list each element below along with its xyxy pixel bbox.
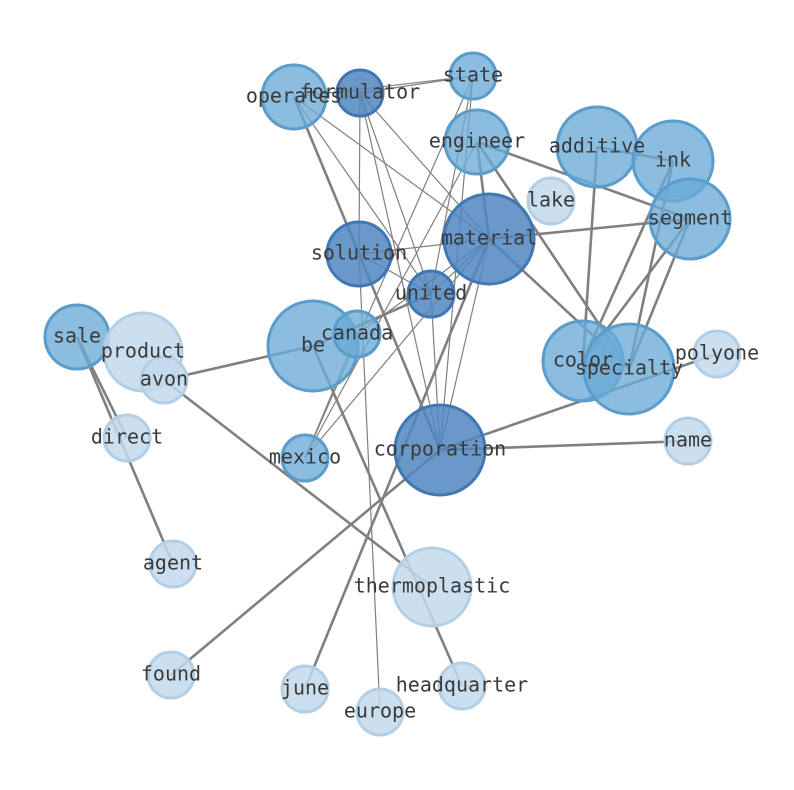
node-lake[interactable] xyxy=(526,176,576,226)
node-label-found: found xyxy=(141,662,201,686)
node-label-solution: solution xyxy=(311,241,407,265)
node-europe[interactable] xyxy=(355,687,405,737)
node-label-specialty: specialty xyxy=(575,356,683,380)
node-formulator[interactable] xyxy=(335,68,385,118)
node-avon[interactable] xyxy=(139,355,189,405)
edge-operates-united xyxy=(293,96,432,295)
node-label-canada: canada xyxy=(321,321,393,345)
node-label-corporation: corporation xyxy=(374,437,506,461)
node-material[interactable] xyxy=(442,192,536,286)
node-corporation[interactable] xyxy=(393,403,487,497)
node-label-segment: segment xyxy=(648,206,732,230)
node-united[interactable] xyxy=(406,269,456,319)
node-headquarter[interactable] xyxy=(437,661,487,711)
edge-be-headquarter xyxy=(311,345,464,687)
node-polyone[interactable] xyxy=(692,329,742,379)
node-name[interactable] xyxy=(663,416,713,466)
node-solution[interactable] xyxy=(325,220,393,288)
node-found[interactable] xyxy=(146,650,196,700)
node-label-product: product xyxy=(101,339,185,363)
node-canada[interactable] xyxy=(332,309,382,359)
node-label-ink: ink xyxy=(655,148,691,172)
edge-formulator-united xyxy=(359,92,432,295)
node-label-agent: agent xyxy=(143,551,203,575)
node-layer xyxy=(43,51,742,737)
node-label-name: name xyxy=(664,428,712,452)
edge-engineer-mexico xyxy=(304,141,478,459)
node-specialty[interactable] xyxy=(582,322,676,416)
node-operates[interactable] xyxy=(260,63,328,131)
node-label-state: state xyxy=(443,63,503,87)
node-mexico[interactable] xyxy=(280,433,330,483)
edge-corporation-found xyxy=(170,449,441,676)
node-agent[interactable] xyxy=(148,539,198,589)
node-label-material: material xyxy=(441,226,537,250)
node-label-polyone: polyone xyxy=(675,341,759,365)
node-state[interactable] xyxy=(448,51,498,101)
node-label-avon: avon xyxy=(140,367,188,391)
node-label-united: united xyxy=(395,281,467,305)
node-label-be: be xyxy=(301,333,325,357)
node-label-headquarter: headquarter xyxy=(396,673,528,697)
node-label-formulator: formulator xyxy=(300,80,420,104)
node-label-additive: additive xyxy=(549,134,645,158)
edge-avon-thermoplastic xyxy=(163,378,433,589)
node-label-operates: operates xyxy=(246,84,342,108)
node-label-color: color xyxy=(553,348,613,372)
node-june[interactable] xyxy=(280,664,330,714)
node-label-mexico: mexico xyxy=(269,445,341,469)
node-label-europe: europe xyxy=(344,699,416,723)
node-label-lake: lake xyxy=(527,188,575,212)
node-direct[interactable] xyxy=(102,413,152,463)
node-engineer[interactable] xyxy=(443,108,511,176)
node-segment[interactable] xyxy=(648,177,732,261)
node-label-thermoplastic: thermoplastic xyxy=(354,574,511,598)
node-label-direct: direct xyxy=(91,425,163,449)
node-label-june: june xyxy=(281,676,329,700)
node-label-engineer: engineer xyxy=(429,129,525,153)
node-label-sale: sale xyxy=(53,324,101,348)
node-thermoplastic[interactable] xyxy=(391,546,473,628)
